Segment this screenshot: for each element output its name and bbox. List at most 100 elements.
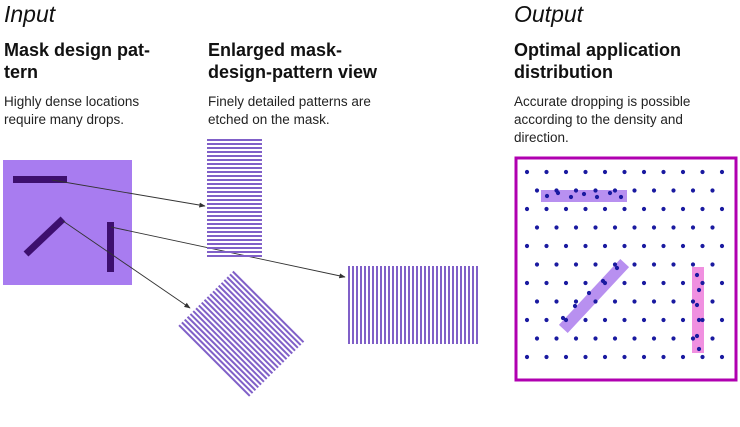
mask-design-description: Highly dense locations require many drop… [4, 93, 139, 129]
drop-dot [661, 206, 666, 212]
drop-dot [583, 243, 588, 249]
stripe-line [207, 151, 262, 153]
drop-dot [607, 190, 613, 196]
stripe-line [209, 293, 282, 366]
stripe-line [384, 266, 386, 344]
drop-dot [555, 190, 561, 196]
mask-design-description-line-1: Highly dense locations [4, 94, 140, 109]
drop-dot [534, 336, 540, 341]
drop-dot [661, 280, 666, 286]
stripe-line [207, 163, 262, 165]
drop-dot [710, 188, 715, 193]
drop-dot [700, 243, 705, 249]
drop-dot [690, 262, 696, 267]
drop-dot [641, 354, 647, 360]
stripe-line [189, 313, 262, 386]
drop-dot [696, 346, 702, 352]
stripe-line [195, 307, 268, 380]
drop-dot [573, 336, 579, 341]
drop-dot [563, 169, 569, 175]
drop-dot [696, 317, 702, 323]
drop-dot [651, 262, 657, 267]
stripe-line [229, 273, 302, 346]
stripe-line [364, 266, 366, 344]
drop-dot [700, 354, 705, 360]
drop-dot [524, 169, 530, 175]
drop-dot [534, 225, 540, 230]
drop-dot [524, 280, 530, 286]
drop-dot [632, 336, 637, 341]
stripe-line [207, 239, 262, 241]
drop-dot [671, 225, 676, 230]
arrow-to-diagonal-stripes [62, 220, 191, 309]
stripe-line [203, 299, 276, 372]
stripe-line [207, 247, 262, 249]
stripe-line [207, 159, 262, 161]
stripe-line [408, 266, 410, 344]
drop-dot [594, 194, 600, 200]
stripe-line [416, 266, 418, 344]
distribution-description-line-2: according to the density and [514, 112, 683, 127]
drop-dot [524, 354, 530, 360]
drop-dot [573, 262, 579, 267]
enlarged-view-description: Finely detailed patterns are etched on t… [208, 93, 371, 129]
stripe-line [207, 203, 262, 205]
drop-dot [690, 225, 696, 230]
output-heading: Output [514, 1, 584, 27]
drop-dot [700, 169, 705, 175]
stripe-line [207, 175, 262, 177]
drop-dot [563, 243, 569, 249]
drop-dot [641, 280, 647, 286]
stripe-line [412, 266, 414, 344]
mask-line-horizontal [13, 176, 67, 183]
drop-dot [641, 206, 647, 212]
drop-dot [651, 225, 657, 230]
stripe-line [207, 195, 262, 197]
enlarged-view-description-line-2: etched on the mask. [208, 112, 330, 127]
drop-dot [632, 188, 637, 193]
stripe-line [207, 223, 262, 225]
drop-dot [573, 188, 579, 193]
output-dots [524, 169, 725, 360]
drop-dot [719, 317, 725, 323]
drop-dot [680, 317, 686, 323]
stripe-line [392, 266, 394, 344]
stripe-line [356, 266, 358, 344]
drop-dot [696, 287, 702, 293]
drop-dot [710, 225, 715, 230]
drop-dot [602, 206, 608, 212]
drop-dot [544, 317, 549, 323]
drop-dot [544, 280, 549, 286]
stripe-line [207, 179, 262, 181]
drop-dot [651, 188, 657, 193]
stripe-line [432, 266, 434, 344]
enlarged-view-title-line-2: design-pattern view [208, 62, 378, 82]
drop-dot [719, 243, 725, 249]
drop-dot [568, 194, 574, 200]
drop-dot [671, 188, 676, 193]
drop-dot [641, 317, 647, 323]
stripe-line [460, 266, 462, 344]
drop-dot [612, 262, 618, 267]
stripe-line [207, 171, 262, 173]
drop-dot [632, 225, 637, 230]
mask-line-diagonal [23, 216, 66, 257]
drop-dot [524, 206, 530, 212]
drop-dot [554, 299, 559, 304]
stripe-line [207, 207, 262, 209]
stripe-line [207, 215, 262, 217]
drop-dot [572, 303, 578, 309]
drop-dot [602, 243, 608, 249]
drop-dot [612, 225, 618, 230]
drop-dot [622, 354, 627, 360]
drop-dot [593, 262, 598, 267]
stripe-line [223, 279, 296, 352]
enlarged-view-title-line-1: Enlarged mask- [208, 40, 343, 60]
stripe-line [184, 318, 257, 391]
stripe-line [388, 266, 390, 344]
stripe-line [232, 270, 305, 343]
drop-dot [524, 243, 530, 249]
drop-dot [600, 278, 606, 284]
drop-dot [583, 206, 588, 212]
stripe-line [436, 266, 438, 344]
